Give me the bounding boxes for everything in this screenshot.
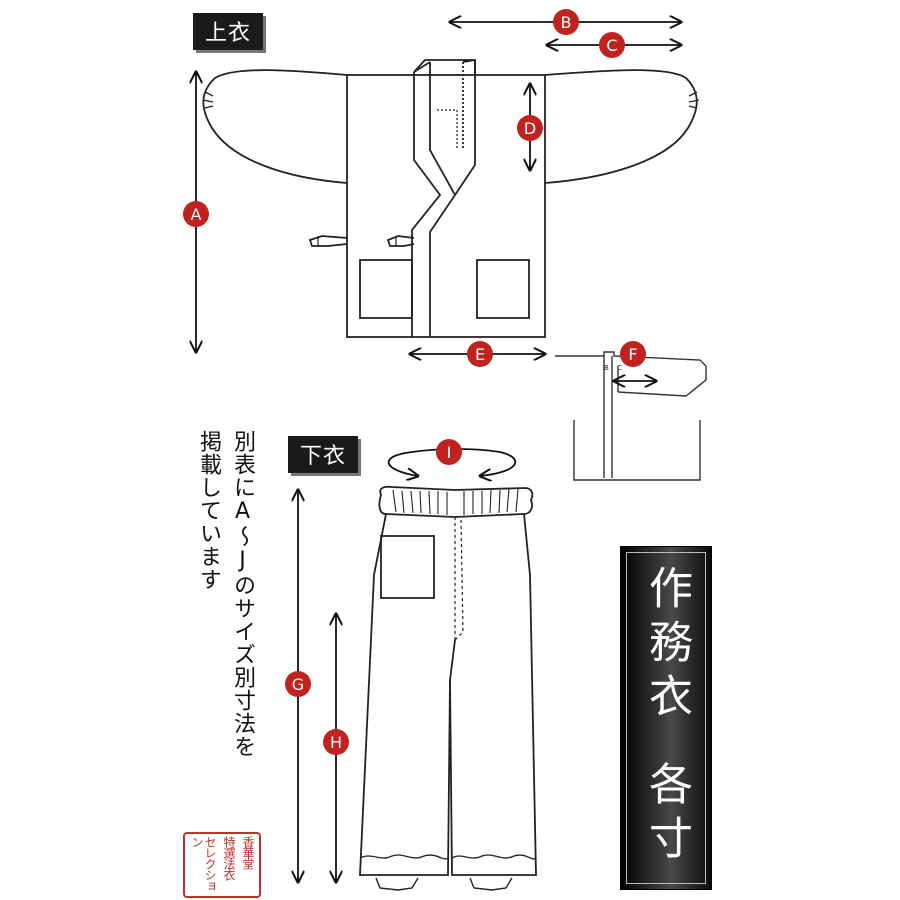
marker-b: B [553,9,579,35]
jacket-pocket-left [359,259,413,319]
trousers-pocket [380,535,435,599]
marker-a: A [183,201,209,227]
brand-seal: 香華堂 特選法衣 セレクション [183,832,261,898]
svg-text:A: A [191,205,202,224]
marker-h: H [323,729,349,755]
jacket-tie-right [386,235,415,247]
title-panel: 作務衣 各寸 [620,546,712,890]
trousers-drawing [359,485,537,891]
jacket-drawing [202,59,700,338]
inset-label-b: B [604,364,609,372]
seal-col1: 香華堂 [241,836,255,869]
trousers-left-leg [359,513,456,876]
svg-text:G: G [292,675,304,694]
jacket-pocket-right [476,259,530,319]
svg-text:I: I [447,443,452,462]
size-table-note-line1: 別表にA～Jのサイズ別寸法を [230,430,255,758]
seal-col2: 特選法衣 [222,836,236,880]
trousers-right-leg [449,513,537,876]
section-label-bottom: 下衣 [288,436,359,473]
marker-d: D [517,115,543,141]
marker-g: G [285,671,311,697]
title-text: 作務衣 各寸 [621,565,711,869]
marker-i: I [436,439,462,465]
jacket-collar [411,59,476,337]
jacket-body [346,74,546,338]
trousers-waistband [378,485,534,518]
seal-col3: セレクション [190,836,217,891]
marker-e: E [467,341,493,367]
svg-text:D: D [524,119,536,138]
section-label-top: 上衣 [193,13,264,50]
inset-label-c: C [617,364,622,372]
jacket-tie-left [308,235,348,247]
svg-text:F: F [628,345,637,364]
jacket-right-sleeve [544,69,698,184]
svg-text:H: H [330,733,342,752]
marker-f: F [620,341,646,367]
jacket-left-sleeve [202,69,348,184]
svg-text:C: C [606,36,617,55]
size-table-note-line2: 掲載しています [196,430,221,591]
title-part2: 各寸 [641,761,692,869]
svg-text:B: B [561,13,572,32]
inset-side-view [555,351,707,481]
marker-c: C [599,32,625,58]
svg-text:E: E [475,345,485,364]
title-part1: 作務衣 [641,565,692,727]
